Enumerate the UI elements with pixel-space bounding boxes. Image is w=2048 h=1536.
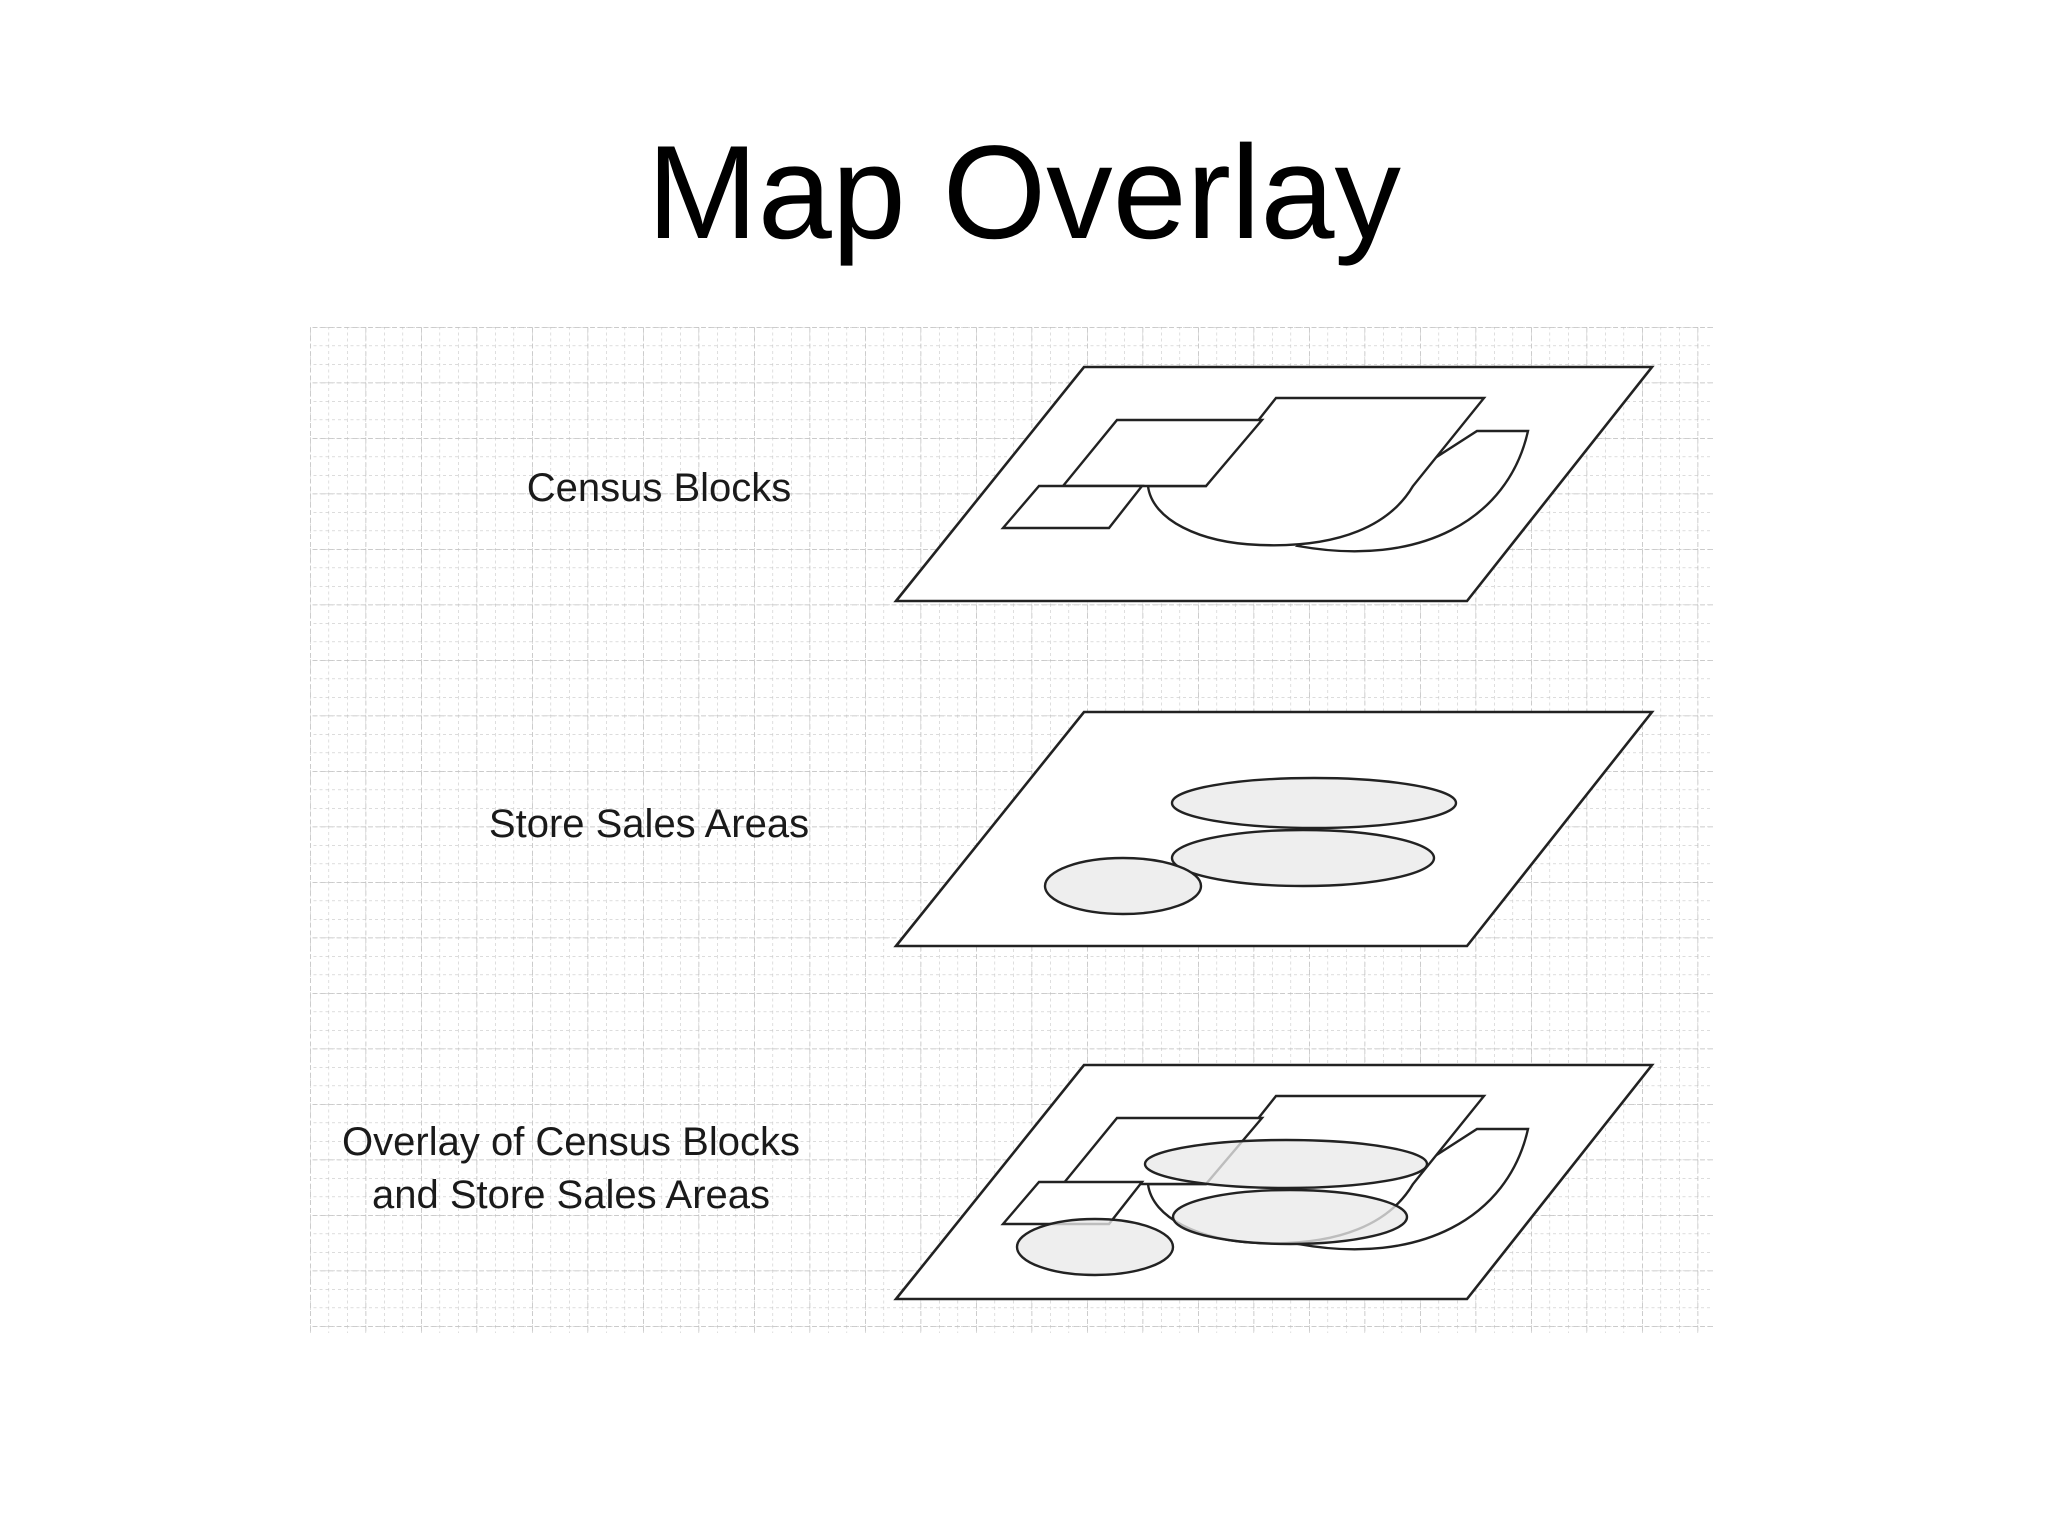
census-blocks-layer xyxy=(893,365,1655,603)
sales-area-left xyxy=(1015,1217,1175,1277)
layer-label: and Store Sales Areas xyxy=(372,1173,770,1217)
sales-area-top xyxy=(1170,776,1458,830)
page-title: Map Overlay xyxy=(647,119,1401,267)
store-sales-layer xyxy=(893,710,1655,948)
sales-area-left xyxy=(1043,856,1203,916)
census-block-small xyxy=(1000,484,1145,530)
sales-area-middle xyxy=(1170,828,1436,888)
layer-label: Overlay of Census Blocks xyxy=(342,1120,800,1164)
sales-area-top xyxy=(1143,1138,1429,1190)
census-block-curved xyxy=(1146,396,1487,547)
overlay-layer xyxy=(893,1063,1655,1301)
census-block-top-left xyxy=(1060,418,1265,488)
sales-area-middle xyxy=(1171,1188,1409,1246)
layer-label: Census Blocks xyxy=(527,466,792,510)
layer-label: Store Sales Areas xyxy=(489,802,809,846)
